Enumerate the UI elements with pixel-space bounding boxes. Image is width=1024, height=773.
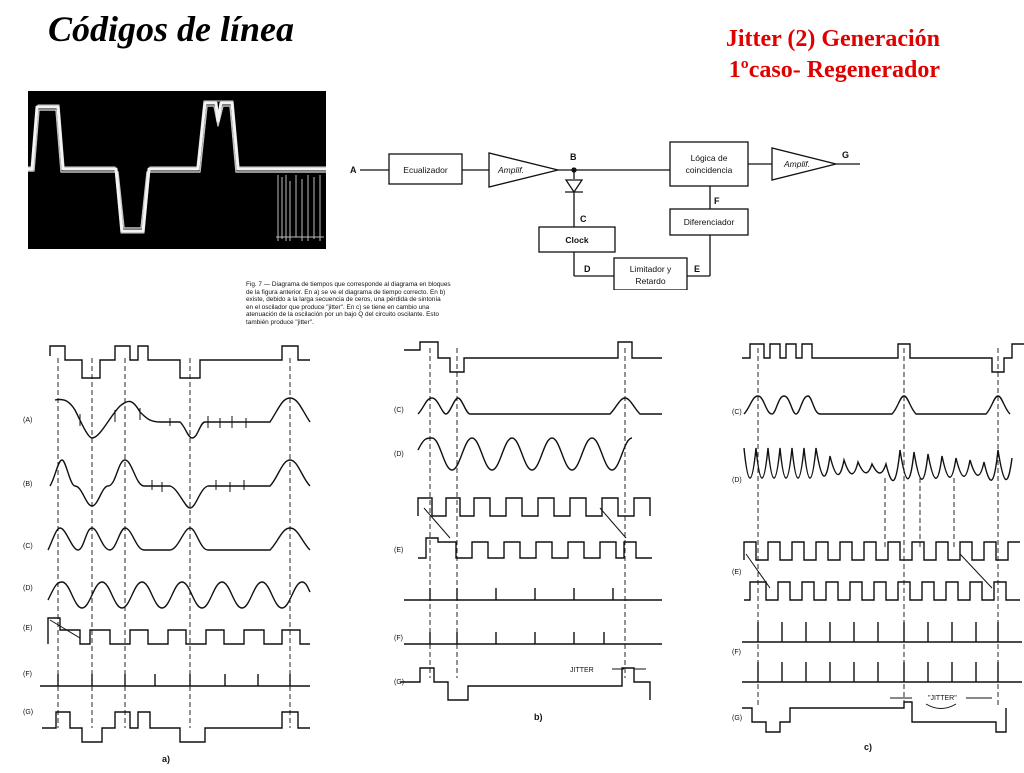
slide-subtitle: Jitter (2) Generación 1ºcaso- Regenerado… — [600, 24, 940, 86]
row-label-c-F: (F) — [732, 649, 741, 656]
noise-ticks-a — [79, 408, 247, 428]
input-signal-trace-c — [742, 343, 1024, 373]
trace-b-C — [417, 397, 662, 415]
label-f: F — [714, 196, 720, 206]
diferenciador-block — [669, 208, 749, 236]
caption-line-1: Fig. 7 — Diagrama de tiempos que corresp… — [246, 281, 451, 288]
trace-b-G — [400, 667, 651, 701]
figure-caption: Fig. 7 — Diagrama de tiempos que corresp… — [246, 281, 528, 327]
trace-d — [47, 581, 311, 609]
trace-c — [47, 527, 311, 551]
timing-panel-a: (A) (B) (C) (D) (E) (F) (G) a) — [20, 338, 320, 768]
jitter-label-c: "JITTER" — [928, 695, 957, 702]
diferenciador-label: Diferenciador — [684, 217, 735, 227]
row-label-b-D: (D) — [394, 451, 404, 458]
trace-c-E1 — [743, 541, 1020, 561]
logica-label-1: Lógica de — [691, 153, 728, 163]
trace-b-E1 — [417, 497, 651, 517]
input-signal-trace-b — [404, 341, 662, 373]
trace-f-pulses — [57, 674, 291, 686]
row-label-a-A: (A) — [23, 417, 32, 424]
label-b: B — [570, 152, 577, 162]
ecualizador-label: Ecualizador — [403, 165, 448, 175]
label-d: D — [584, 264, 591, 274]
row-label-a-B: (B) — [23, 481, 32, 488]
limitador-label-2: Retardo — [635, 276, 666, 286]
input-signal-trace — [49, 345, 310, 379]
panel-label-a: a) — [162, 754, 170, 764]
timing-panel-b: (C) (D) (E) (F) (G) JITTER b) — [390, 338, 665, 723]
trace-c-E2 — [744, 581, 1020, 601]
trace-c-G — [742, 701, 1007, 733]
row-label-b-E: (E) — [394, 547, 403, 554]
row-label-b-G: (G) — [394, 679, 404, 686]
amplifier-2-triangle — [771, 147, 837, 181]
panel-label-b: b) — [534, 712, 543, 722]
trace-b-D — [417, 437, 633, 471]
row-label-c-D: (D) — [732, 477, 742, 484]
oscilloscope-trace — [28, 100, 326, 241]
caption-line-5: atenuación de la oscilación por un bajo … — [246, 311, 439, 319]
oscilloscope-photo — [28, 91, 326, 249]
jitter-label-b: JITTER — [570, 667, 594, 674]
timing-panel-c: (C) (D) (E) (F) (G) "JITTER" c) — [730, 338, 1024, 753]
jitter-arc-c — [925, 703, 957, 709]
ecualizador-block — [388, 153, 463, 185]
trace-b — [49, 459, 311, 509]
label-c: C — [580, 214, 587, 224]
caption-line-6: también produce "jitter". — [246, 318, 314, 326]
caption-line-3: existe, debido a la larga secuencia de c… — [246, 296, 441, 304]
trace-c-C — [743, 395, 1011, 415]
row-label-b-C: (C) — [394, 407, 404, 414]
trace-g — [42, 711, 310, 743]
trace-c-D — [743, 447, 1013, 482]
row-label-a-C: (C) — [23, 543, 33, 550]
row-label-a-G: (G) — [23, 709, 33, 716]
trace-b-E2 — [418, 537, 652, 559]
caption-line-2: de la figura anterior. En a) se ve el di… — [246, 288, 446, 296]
trace-c-F-pulses — [757, 662, 999, 682]
subtitle-line-2: 1ºcaso- Regenerador — [728, 57, 940, 83]
caption-line-4: en el oscilador que produce "jitter". En… — [246, 303, 430, 311]
regenerator-block-diagram: A B C D E F G Ecualizador Amplif. Lógica… — [340, 100, 880, 291]
trace-a — [54, 397, 311, 439]
row-label-c-E: (E) — [732, 569, 741, 576]
row-label-a-E: (E) — [23, 625, 32, 632]
row-label-c-G: (G) — [732, 715, 742, 722]
trace-b-clock-pulses — [429, 588, 614, 600]
amplifier-1-triangle — [488, 152, 559, 188]
logica-label-2: coincidencia — [686, 165, 733, 175]
row-label-a-D: (D) — [23, 585, 33, 592]
label-g: G — [842, 150, 849, 160]
label-e: E — [694, 264, 700, 274]
row-label-b-F: (F) — [394, 635, 403, 642]
row-label-a-F: (F) — [23, 671, 32, 678]
amplif-1-label: Amplif. — [497, 165, 524, 175]
trace-c-clock-pulses — [757, 622, 999, 642]
panel-label-c: c) — [864, 742, 872, 752]
limitador-block — [613, 257, 688, 291]
trace-e — [47, 617, 310, 645]
trace-b-F-pulses — [429, 632, 605, 644]
logica-block — [669, 141, 749, 187]
slide-title: Códigos de línea — [48, 9, 295, 49]
diode-icon — [564, 179, 584, 194]
clock-block — [538, 226, 616, 253]
amplif-2-label: Amplif. — [783, 159, 810, 169]
row-label-c-C: (C) — [732, 409, 742, 416]
label-a: A — [350, 165, 357, 175]
limitador-label-1: Limitador y — [630, 264, 672, 274]
clock-label: Clock — [565, 235, 588, 245]
subtitle-line-1: Jitter (2) Generación — [725, 26, 940, 52]
noise-ticks-b — [151, 480, 245, 492]
